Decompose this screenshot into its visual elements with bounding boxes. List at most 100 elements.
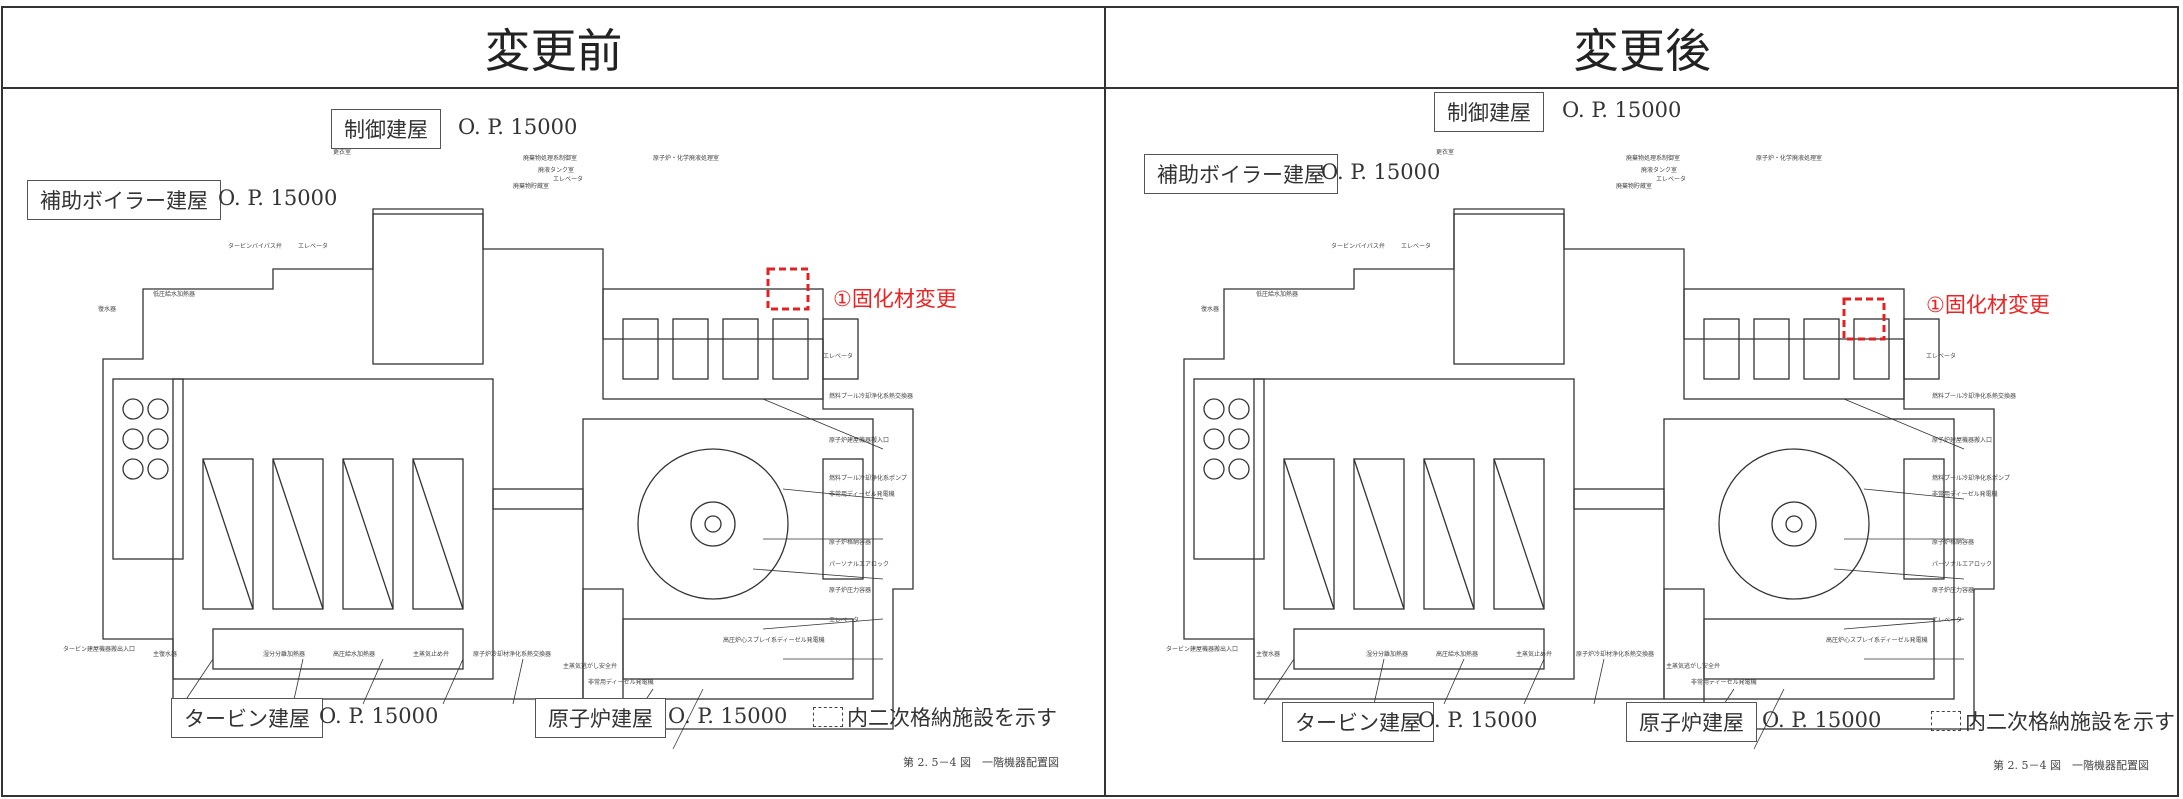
leader-line [512, 658, 524, 705]
column-divider [1104, 6, 1106, 797]
condenser-hatch [1353, 458, 1405, 610]
diesel-generator-room [1703, 618, 1935, 680]
turbine-building-op: O. P. 15000 [319, 704, 439, 728]
condenser-hatch [412, 458, 464, 610]
leader-line [1263, 658, 1295, 705]
condenser-unit [1283, 458, 1335, 610]
comparison-table [1, 6, 2179, 797]
header-before: 変更前 [484, 23, 623, 78]
callout-label: 廃液タンク室 [538, 167, 575, 174]
condenser-unit [412, 458, 464, 610]
reactor-building-label: 原子炉建屋 [535, 698, 666, 738]
radwaste-tank [1803, 318, 1840, 380]
callout-label: エレベータ [823, 353, 854, 360]
callout-label: エレベータ [1401, 243, 1432, 250]
pump-symbol [147, 398, 169, 420]
connecting-corridor [1573, 488, 1665, 510]
callout-label: 燃料プール冷却浄化系ポンプ [829, 475, 907, 482]
callout-label: 低圧給水加熱器 [1256, 291, 1299, 298]
leader-line [1833, 568, 1965, 580]
condenser-unit [1493, 458, 1545, 610]
reactor-pressure-vessel [690, 501, 736, 547]
panel-before: 制御建屋 O. P. 15000 補助ボイラー建屋 O. P. 15000 ター… [3, 89, 1104, 795]
radwaste-tank [772, 318, 809, 380]
reactor-building-label: 原子炉建屋 [1626, 702, 1757, 742]
radwaste-tank [722, 318, 759, 380]
heater-bay [1293, 628, 1545, 670]
control-building-op: O. P. 15000 [1562, 98, 1682, 122]
control-building-label: 制御建屋 [1434, 92, 1544, 132]
reactor-building-block [582, 418, 874, 700]
legend-text: 内二次格納施設を示す [847, 706, 1057, 730]
condenser-unit [272, 458, 324, 610]
header-divider [1, 87, 2179, 89]
callout-label: エレベータ [553, 176, 584, 183]
turbine-building-label: タービン建屋 [171, 698, 323, 738]
radwaste-tank [1853, 318, 1890, 380]
condenser-unit [202, 458, 254, 610]
reactor-building-op: O. P. 15000 [668, 704, 788, 728]
callout-label: 更衣室 [1436, 149, 1455, 156]
callout-label: 非常用ディーゼル発電機 [829, 491, 895, 498]
connecting-corridor [492, 488, 584, 510]
control-building-label: 制御建屋 [331, 109, 441, 149]
callout-label: 原子炉・化学廃液処理室 [1756, 155, 1823, 162]
radwaste-tank [622, 318, 659, 380]
callout-label: 主蒸気逃がし安全弁 [563, 663, 618, 670]
pump-symbol [1228, 398, 1250, 420]
callout-label: 燃料プール冷却浄化系ポンプ [1932, 475, 2010, 482]
callout-label: 原子炉格納容器 [1932, 539, 1975, 546]
legend: 内二次格納施設を示す [1931, 706, 2175, 736]
callout-label: 廃棄物貯蔵室 [513, 183, 550, 190]
pump-symbol [147, 428, 169, 450]
reactor-building-block [1663, 418, 1955, 700]
change-note: ①固化材変更 [1926, 293, 2050, 317]
callout-label: 高圧給水加熱器 [1436, 651, 1479, 658]
leader-line [182, 658, 214, 705]
control-room-block [1453, 213, 1565, 365]
reactor-pressure-vessel [1771, 501, 1817, 547]
callout-label: 原子炉冷却材浄化系熱交換器 [473, 651, 552, 658]
pump-symbol [1203, 398, 1225, 420]
callout-label: 原子炉建屋機器搬入口 [1932, 437, 1993, 444]
figure-caption: 第 2. 5－4 図 一階機器配置図 [903, 756, 1059, 769]
leader-line [1523, 658, 1545, 705]
pump-symbol [122, 398, 144, 420]
figure-caption: 第 2. 5－4 図 一階機器配置図 [1993, 759, 2149, 772]
turbine-building-op: O. P. 15000 [1418, 708, 1538, 732]
reactor-core [1785, 515, 1803, 533]
callout-label: 主復水器 [1256, 651, 1281, 658]
radwaste-tank [672, 318, 709, 380]
callout-label: タービンバイパス弁 [1331, 243, 1385, 250]
callout-label: 原子炉圧力容器 [1932, 587, 1975, 594]
callout-label: 原子炉圧力容器 [829, 587, 872, 594]
callout-label: 原子炉格納容器 [829, 539, 872, 546]
turbine-hall [1253, 378, 1575, 680]
leader-line [1443, 658, 1465, 705]
callout-label: エレベータ [1926, 353, 1957, 360]
panel-after: 制御建屋 O. P. 15000 補助ボイラー建屋 O. P. 15000 ター… [1106, 89, 2178, 795]
floor-plan-drawing [1183, 208, 1995, 750]
control-room-block [372, 213, 484, 365]
callout-label: 非常用ディーゼル発電機 [1932, 491, 1998, 498]
leader-line [1843, 398, 1965, 450]
callout-label: 原子炉建屋機器搬入口 [829, 437, 890, 444]
callout-label: 主復水器 [153, 651, 178, 658]
changed-area-marker [766, 267, 810, 311]
containment-vessel [1718, 448, 1870, 600]
leader-line [1863, 488, 1965, 500]
pump-symbol [147, 458, 169, 480]
diesel-generator-room [622, 618, 854, 680]
callout-label: 復水器 [98, 306, 117, 313]
callout-label: 燃料プール冷却浄化系熱交換器 [1932, 393, 2017, 400]
callout-label: 非常用ディーゼル発電機 [1691, 679, 1757, 686]
leader-line [762, 398, 884, 450]
condenser-hatch [1423, 458, 1475, 610]
callout-label: タービン建屋機器搬出入口 [1166, 646, 1239, 653]
fuel-pool-equipment [822, 458, 864, 580]
legend-text: 内二次格納施設を示す [1965, 710, 2175, 734]
callout-label: 更衣室 [333, 149, 352, 156]
radwaste-tank [822, 318, 859, 380]
radwaste-area [602, 288, 824, 400]
callout-label: エレベータ [1656, 176, 1687, 183]
